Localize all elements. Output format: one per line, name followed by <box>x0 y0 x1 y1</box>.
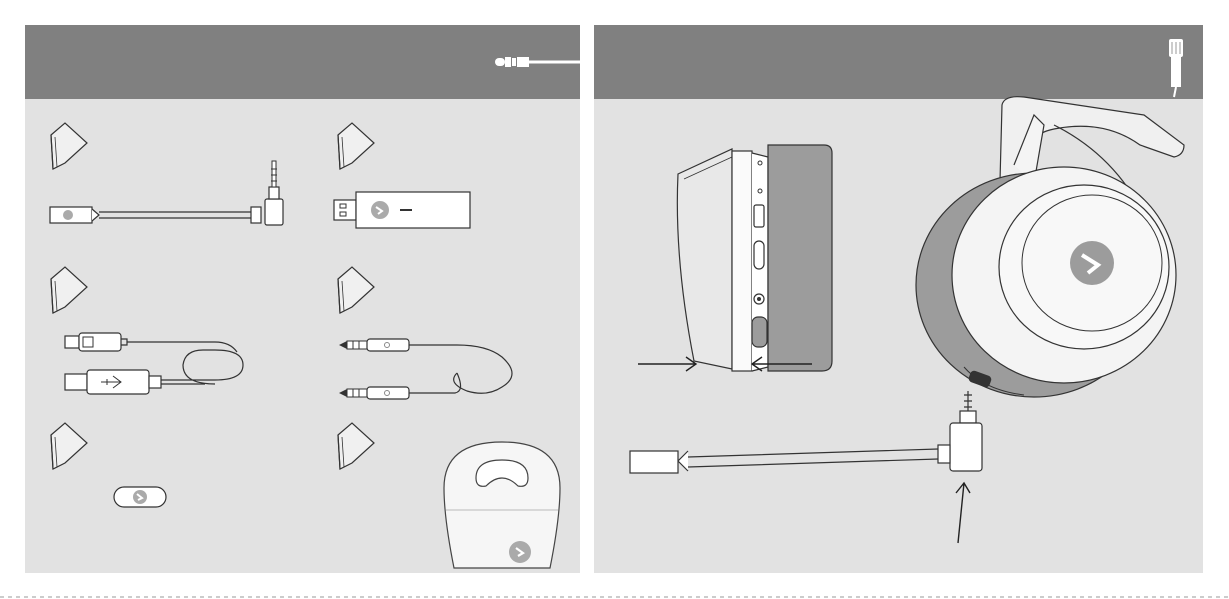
audio-jack-plug-icon <box>495 54 580 70</box>
box-contents-panel <box>25 25 580 573</box>
usb-cable-icon <box>65 330 265 400</box>
arrow-left-icon <box>750 355 812 373</box>
item-tag-2 <box>336 123 376 173</box>
item-tag-5 <box>49 423 89 473</box>
arrow-up-icon <box>950 481 974 545</box>
headset-mic-attach-icon <box>884 95 1203 395</box>
microphone-icon <box>1168 39 1184 99</box>
item-tag-3 <box>49 267 89 317</box>
mic-arm-with-jack-icon <box>47 159 282 229</box>
port-cover-icon <box>113 486 167 508</box>
pouch-icon <box>440 438 564 568</box>
item-tag-6 <box>336 423 376 473</box>
dashed-rule <box>0 595 1229 599</box>
item-tag-4 <box>336 267 376 317</box>
usb-dongle-icon <box>334 190 474 230</box>
aux-cable-icon <box>337 335 527 405</box>
mic-attach-panel <box>594 25 1203 573</box>
mic-arm-icon <box>628 391 988 491</box>
header-bar <box>594 25 1203 99</box>
arrow-right-icon <box>638 355 698 373</box>
headset-side-icon <box>634 139 834 379</box>
